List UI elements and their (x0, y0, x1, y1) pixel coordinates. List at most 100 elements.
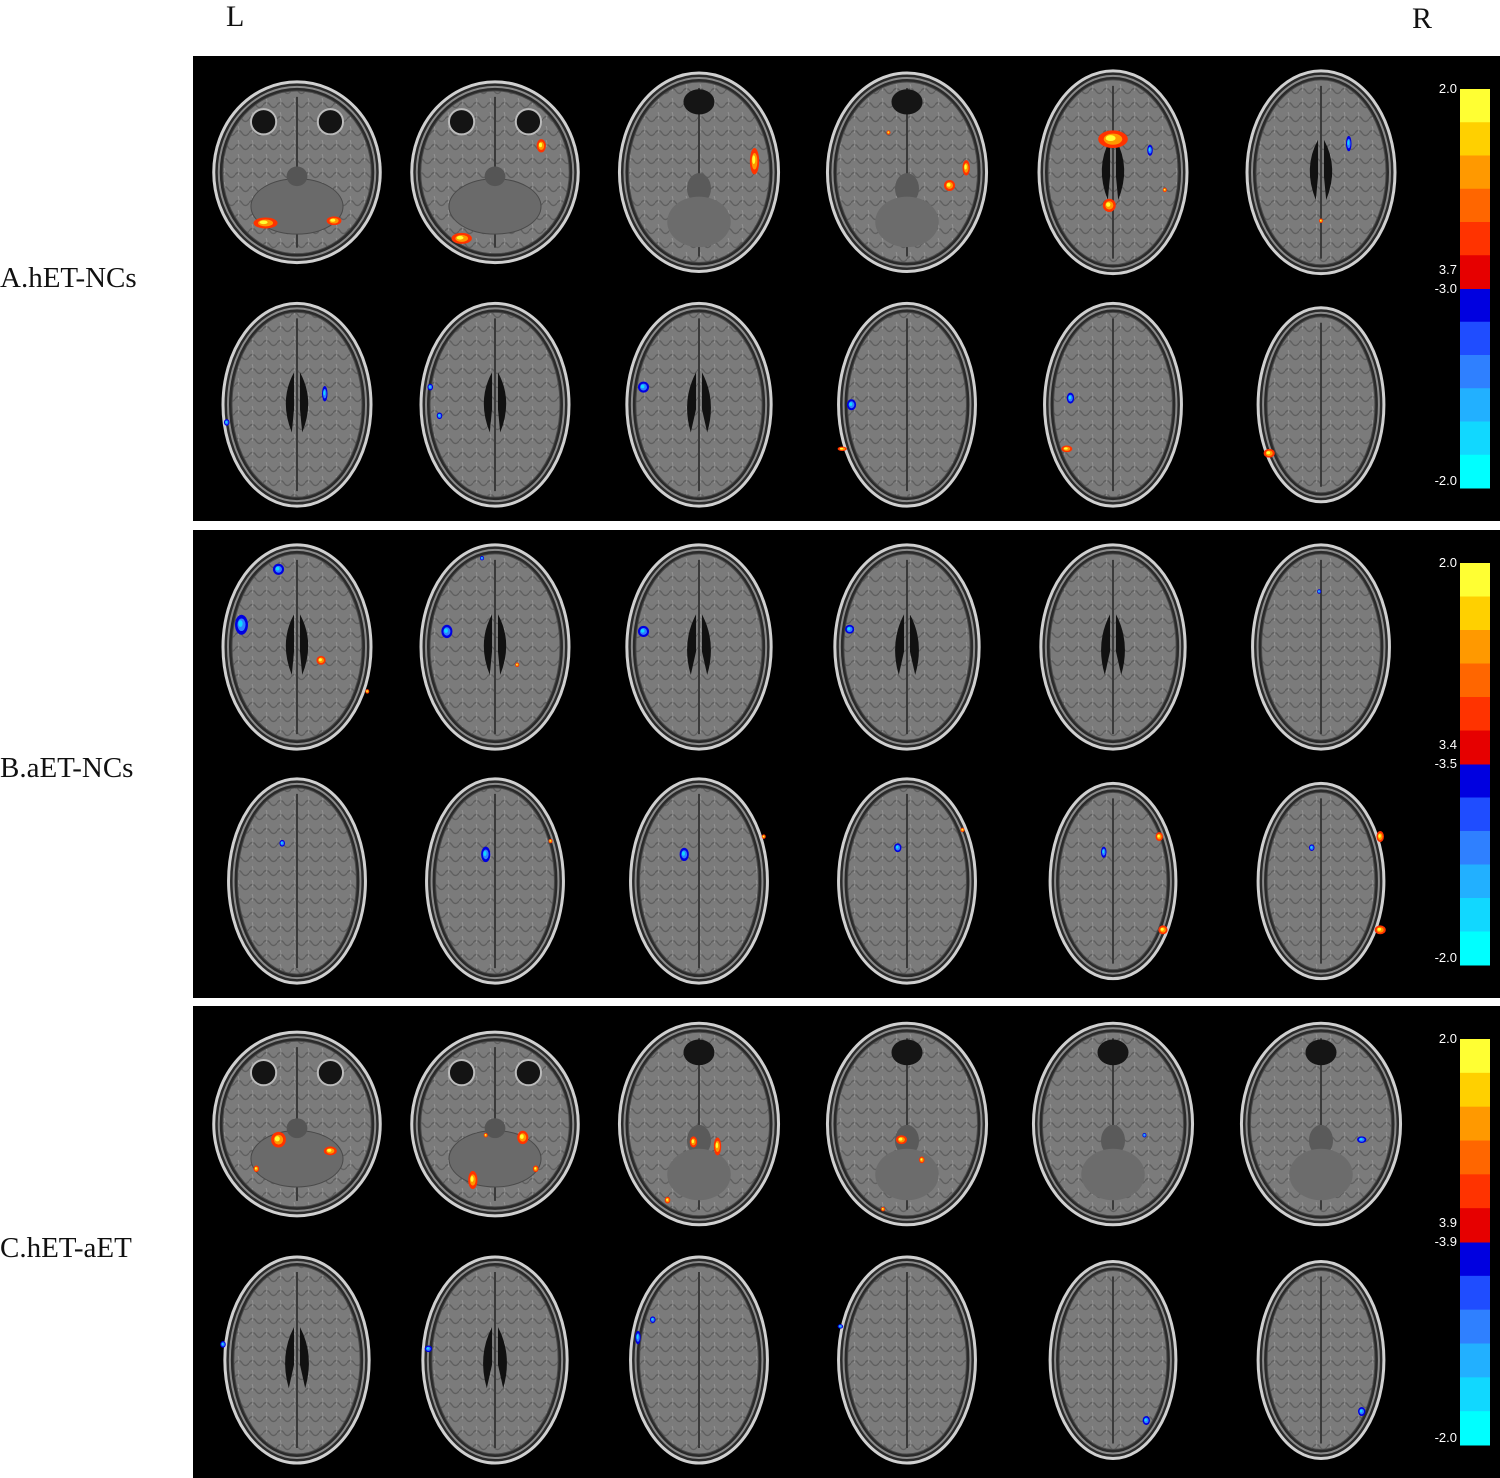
negative-activation-cluster (1142, 1132, 1147, 1138)
positive-activation-cluster (837, 446, 847, 452)
negative-activation-cluster (1100, 846, 1107, 858)
negative-activation-cluster (427, 383, 434, 391)
brain-slice (1043, 301, 1183, 508)
brain-slice (1048, 1259, 1178, 1461)
brain-slice (1245, 69, 1397, 276)
positive-activation-cluster (532, 1165, 539, 1173)
brain-slice (1048, 781, 1178, 981)
negative-activation-cluster (279, 839, 285, 847)
positive-activation-cluster (253, 1165, 260, 1173)
positive-activation-cluster (1155, 832, 1163, 842)
panel-label: A.hET-NCs (0, 262, 137, 294)
brain-slice (625, 543, 773, 751)
brain-slice (617, 71, 781, 273)
brain-slice (212, 1030, 382, 1218)
brain-slice (419, 301, 571, 508)
positive-activation-cluster (664, 1196, 671, 1204)
positive-activation-cluster (515, 662, 520, 667)
brain-slice (1239, 1021, 1403, 1227)
colorbar-negative-segment (1460, 421, 1490, 456)
colorbar-tick-label: -3.0 (1434, 280, 1457, 296)
negative-activation-cluster (635, 1330, 641, 1345)
right-hemisphere-marker: R (1412, 2, 1433, 35)
brain-slice (419, 543, 571, 751)
brain-slice (837, 777, 977, 985)
colorbar-positive-segment (1460, 697, 1490, 731)
positive-activation-cluster (1374, 925, 1386, 935)
negative-activation-cluster (1066, 392, 1075, 404)
negative-activation-cluster (272, 563, 285, 575)
colorbar-positive-segment (1460, 255, 1490, 289)
colorbar-negative-segment (1460, 864, 1490, 899)
colorbar-positive-segment (1460, 1072, 1490, 1108)
positive-activation-cluster (1158, 925, 1168, 935)
colorbar-negative-segment (1460, 764, 1490, 798)
colorbar-tick-label: -2.0 (1434, 950, 1457, 965)
colorbar-positive-segment (1460, 630, 1490, 664)
positive-activation-cluster (517, 1130, 529, 1145)
colorbar-tick-label: -3.9 (1434, 1234, 1457, 1249)
positive-activation-cluster (749, 147, 760, 175)
brain-slice (221, 543, 373, 751)
positive-activation-cluster (689, 1136, 698, 1148)
colorbar-negative-segment (1460, 1343, 1490, 1378)
brain-slice (837, 1255, 977, 1465)
positive-activation-cluster (548, 838, 553, 844)
brain-slice (837, 301, 977, 508)
slice-grid (212, 69, 1397, 508)
positive-activation-cluster (1376, 831, 1384, 843)
colorbar-tick-label: -2.0 (1434, 1430, 1457, 1445)
brain-slice (221, 301, 373, 508)
positive-activation-cluster (1319, 218, 1323, 223)
negative-activation-cluster (436, 412, 443, 420)
negative-activation-cluster (235, 614, 248, 635)
colorbar-positive-segment (1460, 730, 1490, 765)
colorbar-positive-segment (1460, 89, 1490, 123)
colorbar (1460, 89, 1490, 489)
positive-activation-cluster (323, 1146, 337, 1156)
positive-activation-cluster (1162, 187, 1167, 193)
negative-activation-cluster (837, 1324, 844, 1329)
colorbar (1460, 1039, 1490, 1446)
colorbar-positive-segment (1460, 1174, 1490, 1209)
positive-activation-cluster (1061, 445, 1073, 453)
negative-activation-cluster (845, 624, 855, 634)
positive-activation-cluster (1263, 448, 1275, 458)
negative-activation-cluster (1147, 144, 1153, 156)
positive-activation-cluster (1098, 130, 1128, 148)
colorbar-positive-segment (1460, 122, 1490, 156)
positive-activation-cluster (271, 1131, 286, 1148)
negative-activation-cluster (637, 625, 650, 638)
negative-activation-cluster (846, 399, 857, 411)
colorbar-negative-segment (1460, 288, 1490, 323)
colorbar-negative-segment (1460, 321, 1490, 356)
positive-activation-cluster (919, 1156, 925, 1164)
brain-slice (1039, 543, 1187, 751)
colorbar-positive-segment (1460, 155, 1490, 190)
colorbar-positive-segment (1460, 596, 1490, 631)
negative-activation-cluster (894, 843, 902, 853)
brain-slice (410, 1030, 580, 1218)
negative-activation-cluster (220, 1340, 226, 1348)
colorbar-negative-segment (1460, 1377, 1490, 1412)
colorbar-positive-segment (1460, 222, 1490, 256)
colorbar-tick-label: 2.0 (1438, 555, 1457, 570)
positive-activation-cluster (895, 1135, 907, 1145)
colorbar-negative-segment (1460, 388, 1490, 422)
brain-slice (1256, 306, 1386, 504)
colorbar-negative-segment (1460, 1309, 1490, 1344)
colorbar-positive-segment (1460, 1208, 1490, 1243)
colorbar-positive-segment (1460, 1140, 1490, 1175)
left-hemisphere-marker: L (226, 0, 245, 33)
colorbar-negative-segment (1460, 797, 1490, 832)
brain-slice (617, 1021, 781, 1227)
brain-slice (629, 1255, 769, 1465)
positive-activation-cluster (713, 1137, 722, 1156)
positive-activation-cluster (365, 689, 370, 694)
colorbar-tick-label: 2.0 (1438, 1031, 1457, 1046)
brain-slice (425, 777, 565, 985)
negative-activation-cluster (637, 381, 650, 393)
positive-activation-cluster (880, 1206, 885, 1212)
positive-activation-cluster (886, 130, 891, 135)
